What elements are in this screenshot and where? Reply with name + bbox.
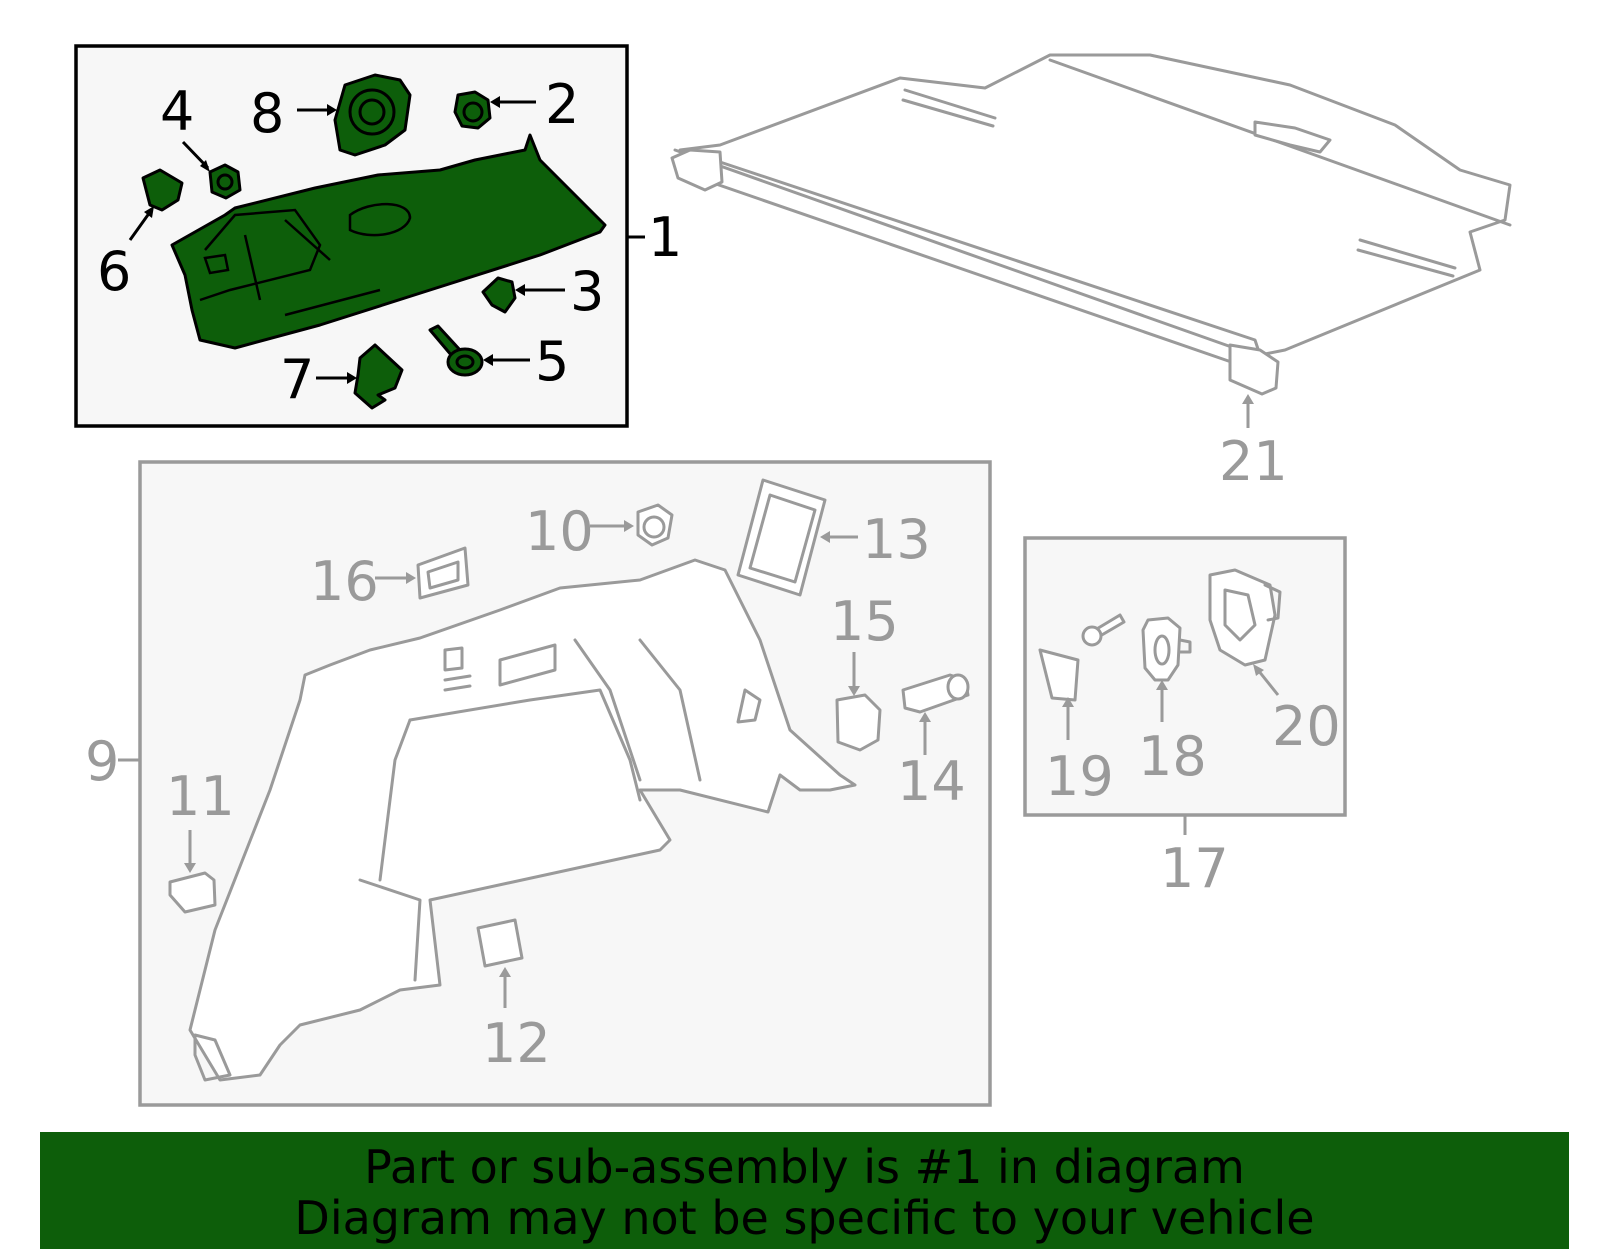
lid-part-13[interactable] xyxy=(736,478,827,597)
lamp-part-14[interactable] xyxy=(901,673,970,714)
callout-5: 5 xyxy=(535,330,569,393)
callout-3: 3 xyxy=(570,260,604,323)
clip-part-2[interactable] xyxy=(453,90,492,130)
callout-20: 20 xyxy=(1272,695,1341,758)
cover-part-15[interactable] xyxy=(835,693,882,752)
callout-7: 7 xyxy=(280,348,314,411)
bracket-kit-leaders xyxy=(1062,664,1280,835)
callout-2: 2 xyxy=(545,73,579,136)
assembly-1-group: 1 2 3 4 5 6 7 8 xyxy=(74,44,682,428)
cover-part-16[interactable] xyxy=(416,546,470,600)
quarter-trim-leaders xyxy=(118,520,931,1008)
clip-part-6[interactable] xyxy=(141,168,184,212)
callout-4: 4 xyxy=(160,80,194,143)
callout-6: 6 xyxy=(97,240,131,303)
banner-line-2: Diagram may not be specific to your vehi… xyxy=(294,1191,1315,1245)
info-banner: Part or sub-assembly is #1 in diagram Di… xyxy=(40,1132,1569,1249)
nut-part-4[interactable] xyxy=(208,163,242,200)
assembly-1-leaders xyxy=(128,96,645,384)
cargo-cover-part-21[interactable] xyxy=(670,53,1512,428)
bracket-kit-group-17: 17 18 19 20 xyxy=(1023,536,1347,900)
banner-line-1: Part or sub-assembly is #1 in diagram xyxy=(364,1140,1245,1194)
callout-11: 11 xyxy=(166,765,235,828)
bracket-part-7[interactable] xyxy=(353,343,404,410)
callout-10: 10 xyxy=(525,500,594,563)
callout-14: 14 xyxy=(897,750,966,813)
bracket-kit-box xyxy=(1023,536,1347,817)
clip-part-11[interactable] xyxy=(168,871,217,914)
bracket-part-20[interactable] xyxy=(1208,568,1282,667)
callout-12: 12 xyxy=(482,1012,551,1075)
trim-panel-part-1[interactable] xyxy=(170,133,607,350)
callout-8: 8 xyxy=(250,82,284,145)
speaker-part-8[interactable] xyxy=(333,73,412,157)
callout-16: 16 xyxy=(310,550,379,613)
bracket-part-18[interactable] xyxy=(1141,616,1192,682)
callout-18: 18 xyxy=(1138,725,1207,788)
clip-part-3[interactable] xyxy=(481,276,517,314)
quarter-trim-panel-part-9[interactable] xyxy=(188,558,857,1082)
callout-21: 21 xyxy=(1219,430,1288,493)
quarter-trim-group: 9 10 11 12 13 14 15 16 xyxy=(85,460,992,1107)
callout-9: 9 xyxy=(85,730,119,793)
screw-part[interactable] xyxy=(1081,613,1126,647)
callout-19: 19 xyxy=(1045,745,1114,808)
cover-part-19[interactable] xyxy=(1038,648,1080,702)
screw-part-5[interactable] xyxy=(428,324,484,377)
callout-17: 17 xyxy=(1160,837,1229,900)
callout-15: 15 xyxy=(830,590,899,653)
clip-part-10[interactable] xyxy=(636,503,674,547)
callout-13: 13 xyxy=(862,508,931,571)
bumper-part-12[interactable] xyxy=(476,918,524,968)
callout-1: 1 xyxy=(648,206,682,269)
